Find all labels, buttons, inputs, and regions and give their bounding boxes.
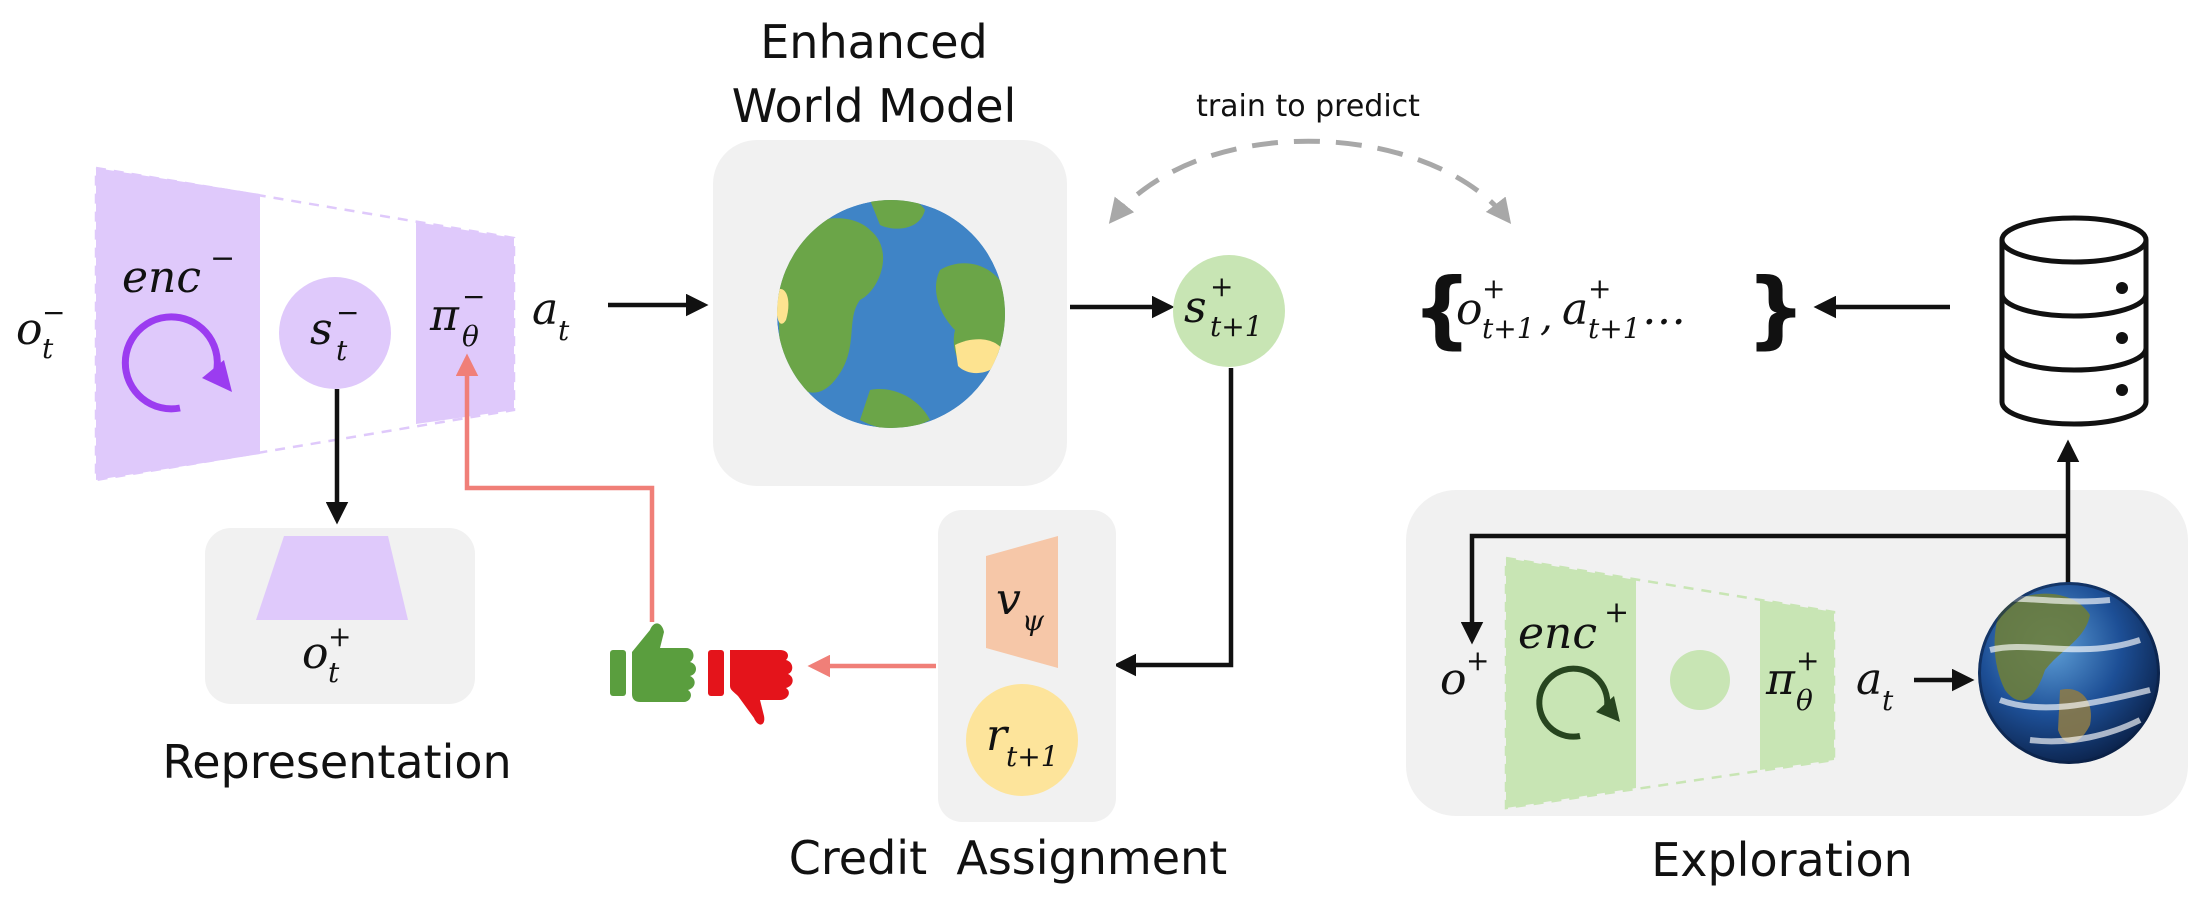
state-plus-node bbox=[1670, 650, 1730, 710]
seq-o-sub: t+1 bbox=[1482, 312, 1535, 345]
pi-theta-plus-sup: + bbox=[1796, 644, 1819, 677]
o-plus-input: o + bbox=[1440, 644, 1489, 705]
encoder-plus-outline bbox=[1504, 556, 1836, 810]
s-t1-plus-node bbox=[1173, 255, 1285, 367]
credit-assignment-title: Credit Assignment bbox=[789, 831, 1227, 885]
earth-photo-icon bbox=[1978, 582, 2160, 764]
o-t-plus-label: o bbox=[302, 628, 329, 679]
enc-minus-block bbox=[96, 168, 260, 480]
positive-encoder-group: enc + π + θ bbox=[1504, 556, 1836, 810]
o-t-minus-label: o bbox=[16, 304, 43, 355]
v-psi-sub: ψ bbox=[1022, 604, 1045, 637]
o-plus-label: o bbox=[1440, 654, 1467, 705]
thumbs-up-icon bbox=[610, 623, 696, 702]
exploration-title: Exploration bbox=[1651, 833, 1913, 887]
pi-theta-minus-label: π bbox=[429, 290, 460, 341]
o-t-minus-sub: t bbox=[42, 332, 54, 365]
decoder-shape bbox=[256, 536, 408, 620]
a-t-label: a bbox=[532, 284, 558, 335]
reward-node bbox=[966, 684, 1078, 796]
r-t1-sub: t+1 bbox=[1006, 740, 1059, 773]
world-model-title-line1: Enhanced bbox=[760, 15, 988, 69]
enc-plus-block bbox=[1506, 558, 1636, 808]
seq-a-sub: t+1 bbox=[1588, 312, 1641, 345]
pi-theta-minus-sup: − bbox=[462, 280, 485, 313]
brace-close: } bbox=[1746, 260, 1806, 358]
enc-minus-sup: − bbox=[210, 241, 235, 276]
cycle-arrow-icon bbox=[1536, 665, 1620, 740]
o-plus-sup: + bbox=[1466, 644, 1489, 677]
o-t-plus-output: o + t bbox=[302, 620, 351, 689]
r-t1-label: r bbox=[986, 710, 1010, 761]
policy-plus-block bbox=[1760, 600, 1834, 770]
enc-minus-label: enc bbox=[122, 252, 201, 303]
brace-open: { bbox=[1412, 260, 1472, 358]
enc-plus-label: enc bbox=[1518, 608, 1597, 659]
policy-minus-block bbox=[416, 222, 514, 424]
o-t-minus-input: o − t bbox=[16, 296, 65, 365]
o-t-minus-sup: − bbox=[42, 296, 65, 329]
negative-encoder-group: enc − s − t π − θ bbox=[94, 166, 516, 482]
s-t1-plus-sup: + bbox=[1210, 270, 1233, 303]
s-t1-plus-sub: t+1 bbox=[1210, 310, 1263, 343]
cycle-arrow-icon bbox=[121, 313, 232, 413]
a-t-exploration: a t bbox=[1856, 654, 1894, 717]
s-t-minus-sup: − bbox=[336, 296, 359, 329]
s-t-minus-sub: t bbox=[336, 334, 348, 367]
seq-ellipsis: … bbox=[1642, 284, 1686, 335]
seq-o-sup: + bbox=[1482, 272, 1505, 305]
a-t-exploration-sub: t bbox=[1882, 684, 1894, 717]
a-t-exploration-label: a bbox=[1856, 654, 1882, 705]
value-head-shape bbox=[986, 536, 1058, 668]
world-model-title-line2: World Model bbox=[732, 79, 1017, 133]
earth-icon bbox=[777, 200, 1005, 428]
pi-theta-plus-label: π bbox=[1765, 654, 1796, 705]
s-t1-plus-label: s bbox=[1184, 282, 1207, 333]
o-t-plus-sub: t bbox=[328, 656, 340, 689]
database-icon bbox=[1999, 215, 2149, 427]
enc-plus-sup: + bbox=[1604, 595, 1629, 630]
a-t-sub: t bbox=[558, 314, 570, 347]
o-t-plus-sup: + bbox=[328, 620, 351, 653]
arrow-feedback-to-policy bbox=[455, 353, 655, 622]
arrow-state-to-critic bbox=[1113, 368, 1234, 677]
seq-o-label: o bbox=[1456, 284, 1483, 335]
pi-theta-plus-sub: θ bbox=[1796, 684, 1813, 717]
s-t-minus-label: s bbox=[310, 304, 333, 355]
pi-theta-minus-sub: θ bbox=[462, 320, 479, 353]
v-psi-label: v bbox=[996, 574, 1021, 625]
seq-a-label: a bbox=[1562, 284, 1588, 335]
train-to-predict-label: train to predict bbox=[1196, 89, 1420, 124]
seq-comma: , bbox=[1540, 294, 1553, 340]
representation-title: Representation bbox=[162, 735, 511, 789]
s-t-minus-node bbox=[279, 277, 391, 389]
sequence-set: { o + t+1 , a + t+1 … } bbox=[1412, 260, 1806, 358]
train-to-predict-arc bbox=[1108, 138, 1512, 224]
thumbs-down-icon bbox=[708, 650, 793, 725]
a-t-action: a t bbox=[532, 284, 570, 347]
seq-a-sup: + bbox=[1588, 272, 1611, 305]
arrow-env-loop-to-observation bbox=[1460, 533, 2068, 645]
